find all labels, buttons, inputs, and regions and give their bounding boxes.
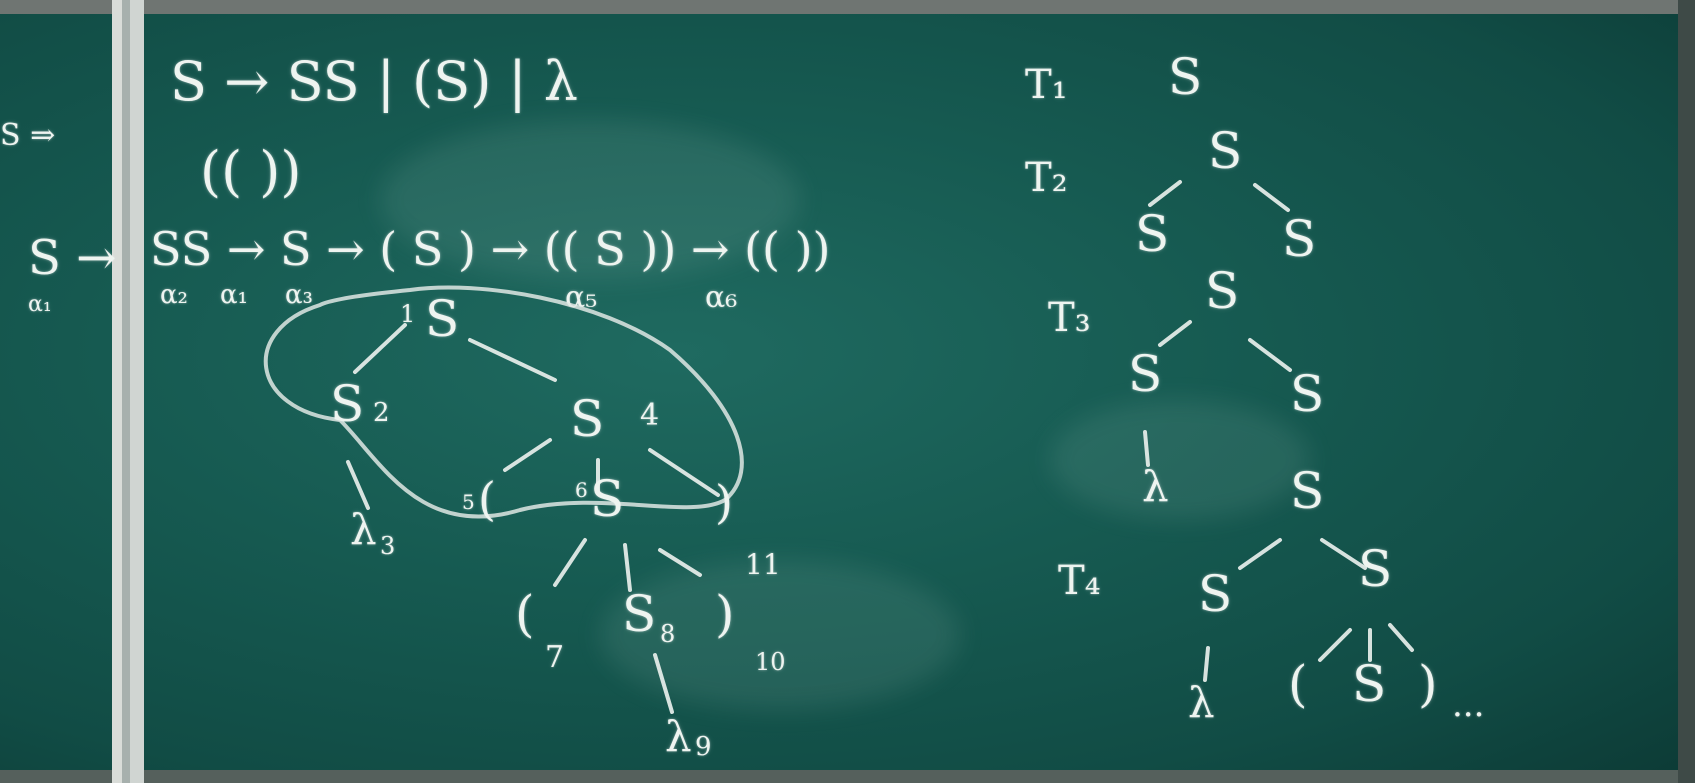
t2-label: T₂: [1025, 155, 1068, 201]
t1-root: S: [1168, 48, 1203, 106]
left-panel-middle: S →: [28, 230, 117, 286]
tree-inner-s: S: [622, 585, 657, 643]
alpha-6: α₆: [705, 280, 738, 315]
tree-root: S: [425, 290, 460, 348]
t4-close-paren: ): [1418, 655, 1438, 713]
t4-open-paren: (: [1288, 655, 1308, 713]
tree-index-2: 2: [373, 398, 390, 428]
grammar-rule: S → SS | (S) | λ: [170, 50, 579, 113]
alpha-1: α₁: [220, 280, 248, 310]
derivation-sequence: SS → S → ( S ) → (( S )) → (( )): [150, 222, 831, 276]
tree-right-s: S: [570, 390, 605, 448]
t4-ellipsis: ...: [1452, 685, 1485, 725]
tree-index-4: 4: [640, 398, 660, 433]
t4-label: T₄: [1058, 558, 1101, 604]
tree-inner-close: ): [715, 585, 735, 643]
t4-root: S: [1290, 462, 1325, 520]
tree-open-paren: (: [478, 472, 496, 526]
tree-inner-lambda: λ: [665, 712, 692, 761]
t3-lambda: λ: [1142, 462, 1169, 511]
alpha-2: α₂: [160, 280, 188, 310]
board-frame-bottom: [0, 770, 1695, 783]
t2-right: S: [1282, 210, 1317, 268]
left-panel-top: S ⇒: [0, 118, 56, 153]
tree-index-3: 3: [380, 532, 396, 560]
tree-index-5: 5: [462, 490, 475, 514]
target-string: (( )): [200, 140, 302, 203]
tree-lambda-left: λ: [350, 505, 377, 554]
t3-label: T₃: [1048, 295, 1091, 341]
tree-index-9: 9: [695, 732, 712, 762]
tree-index-1: 1: [400, 300, 416, 328]
tree-index-7: 7: [545, 640, 565, 675]
t4-lambda: λ: [1188, 678, 1215, 727]
tree-index-8: 8: [660, 620, 676, 648]
t3-right: S: [1290, 365, 1325, 423]
tree-index-10: 10: [755, 648, 786, 676]
t2-root: S: [1208, 122, 1243, 180]
tree-left-s: S: [330, 375, 365, 433]
t3-left: S: [1128, 345, 1163, 403]
board-frame-top: [0, 0, 1695, 14]
board-divider-shadow: [122, 0, 130, 783]
t2-left: S: [1135, 205, 1170, 263]
left-panel-alpha: α₁: [28, 292, 52, 317]
t4-mid: S: [1352, 655, 1387, 713]
tree-inner-open: (: [515, 585, 535, 643]
board-divider: [112, 0, 122, 783]
tree-index-11: 11: [745, 548, 781, 581]
t1-label: T₁: [1025, 62, 1068, 108]
tree-close-paren: ): [715, 475, 733, 529]
tree-index-6: 6: [575, 478, 588, 502]
board-frame-right: [1678, 0, 1695, 783]
t3-root: S: [1205, 262, 1240, 320]
alpha-3: α₃: [285, 280, 313, 310]
t4-right: S: [1358, 540, 1393, 598]
board-divider-edge: [130, 0, 144, 783]
t4-left: S: [1198, 565, 1233, 623]
tree-mid-s: S: [590, 470, 625, 528]
